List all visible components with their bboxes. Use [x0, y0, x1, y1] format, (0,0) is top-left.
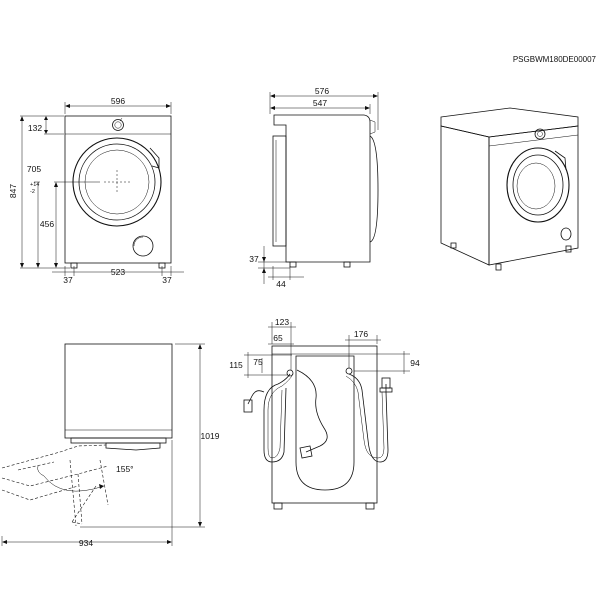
iso-top	[440, 107, 579, 138]
drain-pump-cover	[132, 235, 154, 257]
dim-foot-height: 37	[249, 254, 259, 264]
dim-left-top-1: 115	[229, 360, 243, 370]
dim-foot-offset-right: 37	[162, 275, 172, 285]
door-handle	[149, 147, 160, 169]
side-rear-block	[272, 135, 287, 247]
iso-side	[440, 125, 490, 266]
inlet-hose	[263, 373, 291, 463]
power-cable	[296, 369, 328, 453]
dim-door-center: 705	[27, 164, 41, 174]
top-cabinet	[64, 343, 173, 439]
dim-foot-offset-left: 37	[63, 275, 73, 285]
program-knob	[112, 119, 124, 131]
dim-drain-offset: 176	[354, 329, 368, 339]
front-cabinet	[64, 115, 172, 264]
power-plug	[299, 445, 313, 459]
dim-total-height-tol-plus: +14	[30, 182, 39, 188]
dim-foot-span: 523	[111, 267, 125, 277]
dim-front-width: 596	[111, 96, 125, 106]
drain-hose	[348, 373, 389, 463]
dim-left-top-2: 75	[253, 357, 263, 367]
dim-depth-body: 547	[313, 98, 327, 108]
dim-lower-height: 456	[40, 219, 54, 229]
rear-panel	[295, 355, 355, 491]
dim-foot-inset: 44	[276, 279, 286, 289]
side-view: 576 547 37 44	[249, 86, 379, 289]
dim-total-height-tol-minus: -2	[30, 189, 35, 195]
door-open-view: 155° 1019 934	[1, 343, 220, 548]
dim-total-height: 847	[8, 184, 18, 198]
iso-pump-cover	[560, 227, 572, 241]
dim-height-open: 1019	[201, 431, 220, 441]
dim-inlet-offset: 123	[275, 317, 289, 327]
rear-cabinet	[271, 345, 378, 504]
rear-view: 123 65 176 115 75 94	[229, 317, 420, 510]
dim-top-panel: 132	[28, 123, 42, 133]
iso-door-outer	[506, 147, 570, 223]
iso-door-glass	[512, 154, 564, 216]
drawing-code: PSGBWM180DE00007	[513, 55, 597, 64]
iso-knob	[534, 128, 546, 140]
dim-width-open: 934	[79, 538, 93, 548]
front-view: 596 847 +14 -2 132 705 456 37	[8, 96, 184, 285]
dim-inlet-spacing: 65	[273, 333, 283, 343]
dim-door-angle: 155°	[116, 464, 134, 474]
side-cabinet	[273, 114, 371, 263]
iso-front	[488, 125, 579, 266]
dim-depth-total: 576	[315, 86, 329, 96]
dim-right-top: 94	[410, 358, 420, 368]
perspective-view	[440, 107, 579, 271]
side-door	[369, 135, 379, 243]
